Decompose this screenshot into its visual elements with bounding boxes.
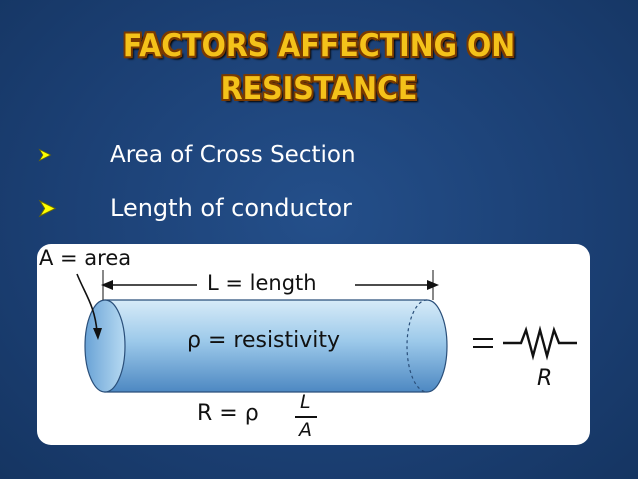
resistor-label: R	[537, 366, 553, 391]
cylinder-body	[104, 299, 448, 393]
formula-left: R = ρ	[197, 401, 259, 426]
length-label: L = length	[207, 271, 317, 295]
bullet-item: Area of Cross Section	[38, 140, 356, 170]
resistivity-label: ρ = resistivity	[187, 328, 341, 353]
slide-title-line-2: RESISTANCE	[220, 71, 418, 107]
formula-fraction-bar	[295, 416, 317, 418]
bullet-item: Length of conductor	[38, 193, 352, 223]
resistor-symbol-icon	[503, 325, 577, 361]
cylinder-right-end-dashed	[406, 299, 428, 393]
bullet-arrow-icon	[38, 199, 110, 218]
cylinder-left-end	[84, 299, 126, 393]
slide-title-line-1: FACTORS AFFECTING ON	[122, 28, 516, 64]
bullet-text: Length of conductor	[110, 194, 352, 222]
conductor-cylinder-graphic	[76, 270, 577, 393]
resistance-diagram: A = area L = length ρ = resistivity R R …	[37, 244, 590, 445]
area-label: A = area	[39, 246, 132, 270]
bullet-text: Area of Cross Section	[110, 142, 356, 168]
formula-numerator: L	[300, 391, 311, 413]
bullet-arrow-icon	[38, 148, 110, 162]
formula-denominator: A	[299, 419, 312, 441]
